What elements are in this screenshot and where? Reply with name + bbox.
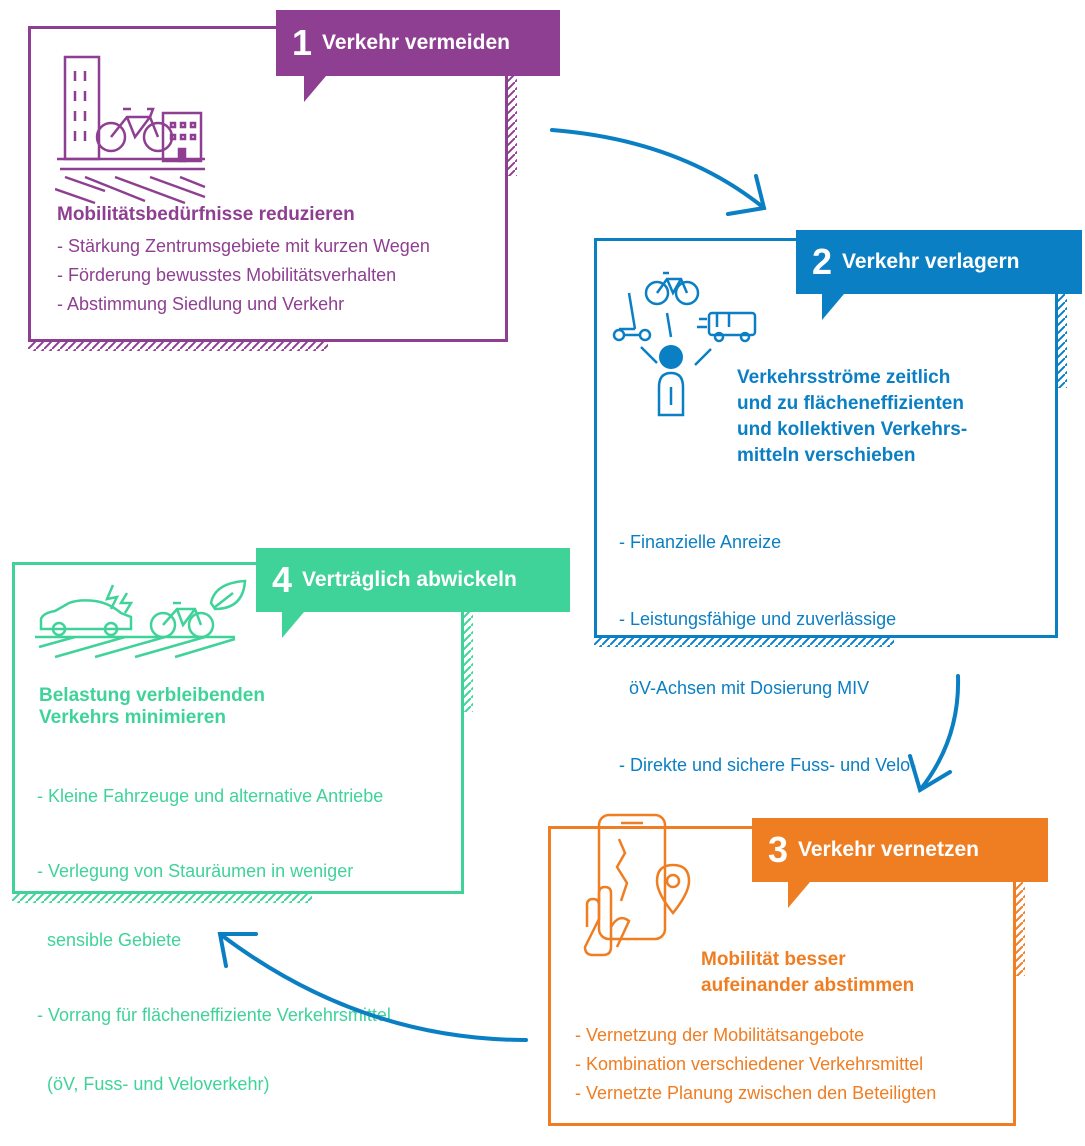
step1-item-list: - Stärkung Zentrumsgebiete mit kurzen We… (57, 234, 430, 321)
step2-hatch-right (1057, 238, 1067, 388)
step3-heading-line: aufeinander abstimmen (701, 975, 915, 996)
step4-card: Belastung verbleibenden Verkehrs minimie… (12, 562, 473, 1094)
smartphone-map-icon (583, 813, 691, 957)
step4-item-list: - Kleine Fahrzeuge und alternative Antri… (37, 739, 391, 1146)
step2-tag-tail (822, 294, 844, 320)
list-item: - Verlegung von Stauräumen in weniger (37, 861, 354, 881)
step1-card: Mobilitätsbedürfnisse reduzieren - Stärk… (28, 26, 517, 351)
step4-number: 4 (272, 559, 293, 600)
list-item: - Leistungsfähige und zuverlässige (619, 609, 897, 629)
step3-label: Verkehr vernetzen (798, 838, 979, 861)
step2-label: Verkehr verlagern (842, 250, 1020, 273)
step2-heading-line: mitteln verschieben (737, 445, 916, 466)
step4-heading-line: Verkehrs minimieren (39, 707, 226, 728)
arrow-2-to-3 (918, 674, 961, 792)
list-item: (öV, Fuss- und Veloverkehr) (37, 1074, 270, 1094)
list-item: - Finanzielle Anreize (619, 532, 782, 552)
step4-tag: 4 Verträglich abwickeln (256, 548, 570, 612)
arrow-3-to-4-head (217, 932, 258, 968)
list-item: - Direkte und sichere Fuss- und Velo- (619, 755, 917, 775)
step2-heading-line: und kollektiven Verkehrs- (737, 419, 968, 440)
electric-car-bicycle-icon (35, 579, 247, 659)
city-bicycle-icon (55, 55, 206, 205)
arrow-2-to-3-head (908, 754, 952, 794)
arrow-3-to-4 (218, 932, 528, 1042)
step3-item-list: - Vernetzung der Mobilitätsangebote - Ko… (575, 1023, 936, 1110)
step2-tag: 2 Verkehr verlagern (796, 230, 1082, 294)
step2-heading-line: Verkehrsströme zeitlich (737, 367, 951, 388)
step2-number: 2 (812, 241, 833, 282)
list-item: - Kleine Fahrzeuge und alternative Antri… (37, 786, 384, 806)
list-item: - Stärkung Zentrumsgebiete mit kurzen We… (57, 236, 430, 256)
step1-hatch-bottom (28, 341, 328, 351)
step1-tag: 1 Verkehr vermeiden (276, 10, 560, 76)
list-item: - Förderung bewusstes Mobilitätsverhalte… (57, 265, 397, 285)
step4-hatch-right (463, 562, 473, 712)
step1-label: Verkehr vermeiden (322, 31, 510, 54)
step2-card: Verkehrsströme zeitlich und zu flächenef… (594, 238, 1067, 844)
step2-heading-line: und zu flächeneffizienten (737, 393, 964, 414)
step3-number: 3 (768, 829, 789, 870)
step1-tag-tail (304, 76, 326, 102)
step3-hatch-right (1015, 826, 1025, 976)
step3-heading: Mobilität besser aufeinander abstimmen (701, 947, 914, 999)
step3-tag-tail (788, 882, 810, 908)
mode-choice-icon (612, 271, 757, 417)
step1-number: 1 (292, 22, 313, 63)
step3-heading-line: Mobilität besser (701, 949, 846, 970)
step3-tag: 3 Verkehr vernetzen (752, 818, 1048, 882)
step4-label: Verträglich abwickeln (302, 568, 517, 591)
list-item: öV-Achsen mit Dosierung MIV (619, 678, 870, 698)
step4-heading: Belastung verbleibenden Verkehrs minimie… (39, 685, 265, 729)
step4-tag-tail (282, 612, 304, 638)
list-item: - Kombination verschiedener Verkehrsmitt… (575, 1054, 924, 1074)
step1-heading: Mobilitätsbedürfnisse reduzieren (57, 204, 355, 225)
arrow-1-to-2 (550, 128, 766, 210)
step4-heading-line: Belastung verbleibenden (39, 685, 265, 706)
list-item: - Abstimmung Siedlung und Verkehr (57, 294, 345, 314)
step2-hatch-bottom (594, 637, 894, 647)
step1-hatch-right (507, 26, 517, 176)
list-item: - Vernetzte Planung zwischen den Beteili… (575, 1083, 937, 1103)
list-item: sensible Gebiete (37, 930, 182, 950)
step4-hatch-bottom (12, 893, 312, 903)
list-item: - Vernetzung der Mobilitätsangebote (575, 1025, 865, 1045)
step2-heading: Verkehrsströme zeitlich und zu flächenef… (737, 365, 967, 469)
arrow-1-to-2-head (726, 174, 767, 216)
